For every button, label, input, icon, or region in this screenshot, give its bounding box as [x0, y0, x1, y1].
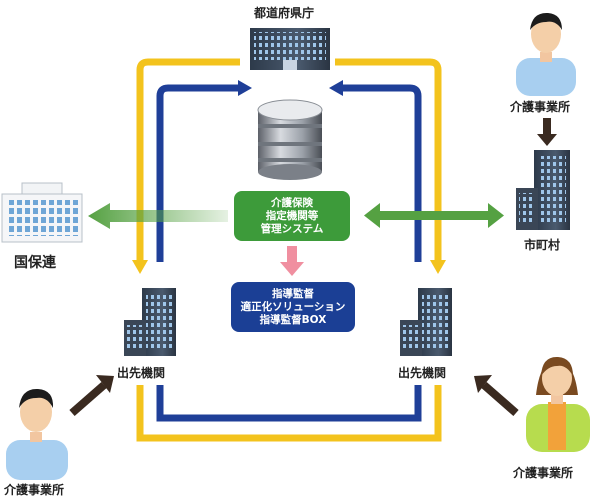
care-office-top-right-label: 介護事業所: [510, 100, 571, 114]
prefecture-building-icon: [250, 28, 330, 70]
system-line-1: 介護保険: [271, 196, 313, 209]
guidance-line-3: 指導監督BOX: [259, 313, 327, 326]
green-arrow-to-kokuhoren: [88, 203, 228, 229]
system-line-2: 指定機関等: [265, 209, 319, 222]
dark-arrow-bottom-right: [474, 375, 519, 417]
kokuhoren-building-icon: [1, 182, 83, 243]
kokuhoren-label: 国保連: [14, 255, 56, 271]
dark-arrow-top-right-down: [537, 118, 557, 146]
pink-arrow-down: [280, 246, 304, 276]
municipality-label: 市町村: [524, 238, 561, 252]
blue-left-top-line: [156, 84, 238, 262]
yellow-arrowhead-right: [430, 260, 446, 274]
care-office-bottom-left-label: 介護事業所: [4, 483, 65, 497]
dark-arrow-bottom-left: [69, 375, 114, 417]
municipality-building-icon: [516, 150, 570, 230]
database-icon: [257, 99, 323, 180]
branch-left-label: 出先機関: [117, 366, 166, 380]
system-line-3: 管理システム: [260, 222, 324, 235]
guidance-solution-box: 指導監督 適正化ソリューション 指導監督BOX: [231, 282, 355, 332]
blue-bottom-line: [156, 385, 422, 422]
guidance-line-2: 適正化ソリューション: [240, 300, 346, 313]
blue-arrowhead-right: [329, 80, 343, 96]
yellow-bottom-line: [136, 385, 442, 442]
prefecture-label: 都道府県庁: [254, 6, 315, 20]
yellow-left-top-line: [136, 58, 240, 262]
yellow-right-top-line: [335, 58, 442, 262]
care-worker-bottom-right-icon: [526, 356, 590, 452]
care-office-bottom-right-label: 介護事業所: [513, 466, 574, 480]
care-worker-top-right-icon: [516, 12, 576, 96]
care-worker-bottom-left-icon: [6, 388, 68, 480]
management-system-box: 介護保険 指定機関等 管理システム: [234, 191, 350, 241]
branch-right-label: 出先機関: [398, 366, 447, 380]
blue-arrowhead-left: [238, 80, 252, 96]
branch-building-left-icon: [124, 288, 176, 356]
yellow-outer-loop: [136, 58, 442, 442]
guidance-line-1: 指導監督: [272, 287, 314, 300]
yellow-arrowhead-left: [132, 260, 148, 274]
blue-right-top-line: [343, 84, 422, 262]
green-double-arrow: [364, 203, 504, 228]
blue-inner-loop: [156, 84, 422, 422]
branch-building-right-icon: [400, 288, 452, 356]
